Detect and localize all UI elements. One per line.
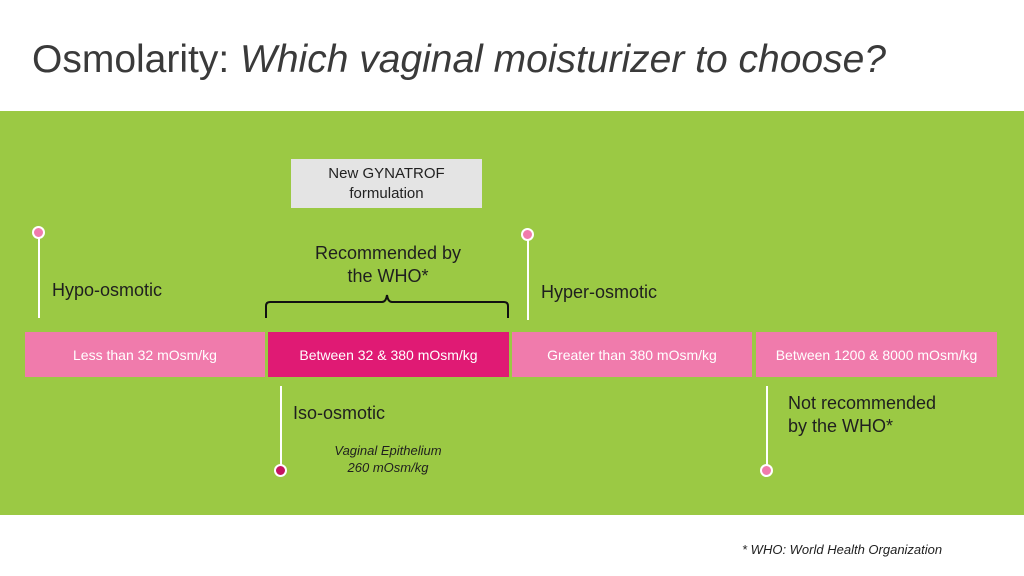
segment-hypo: Less than 32 mOsm/kg <box>25 332 265 377</box>
segment-not-recommended: Between 1200 & 8000 mOsm/kg <box>756 332 997 377</box>
page-title: Osmolarity: Which vaginal moisturizer to… <box>32 38 886 82</box>
segment-hyper: Greater than 380 mOsm/kg <box>512 332 752 377</box>
epithelium-line2: 260 mOsm/kg <box>347 460 429 475</box>
vaginal-epithelium-note: Vaginal Epithelium 260 mOsm/kg <box>318 442 458 476</box>
not-recommended-marker-line <box>766 386 768 468</box>
callout-line1: New GYNATROF <box>328 164 445 182</box>
iso-marker-line <box>280 386 282 468</box>
recommended-label: Recommended by the WHO* <box>290 242 486 288</box>
epithelium-line1: Vaginal Epithelium <box>334 443 442 458</box>
not-recommended-marker-dot <box>760 464 773 477</box>
footnote: * WHO: World Health Organization <box>742 542 943 557</box>
hypo-marker-dot <box>32 226 45 239</box>
not-recommended-label: Not recommended by the WHO* <box>788 392 936 438</box>
hypo-osmotic-label: Hypo-osmotic <box>52 280 163 300</box>
hyper-marker-line <box>527 240 529 320</box>
hypo-marker-line <box>38 238 40 318</box>
diagram-panel <box>0 111 1024 515</box>
recommended-brace <box>265 294 509 318</box>
title-lead: Osmolarity: <box>32 38 241 81</box>
callout-line2: formulation <box>349 184 424 202</box>
not-recommended-line2: by the WHO* <box>788 416 894 436</box>
title-question: Which vaginal moisturizer to choose? <box>240 38 886 81</box>
not-recommended-line1: Not recommended <box>788 393 937 413</box>
recommended-line2: the WHO* <box>347 266 429 286</box>
iso-marker-dot <box>274 464 287 477</box>
recommended-line1: Recommended by <box>314 243 462 263</box>
segment-iso: Between 32 & 380 mOsm/kg <box>268 332 509 377</box>
iso-osmotic-label: Iso-osmotic <box>293 403 386 423</box>
gynatrof-callout: New GYNATROF formulation <box>291 159 482 208</box>
hyper-marker-dot <box>521 228 534 241</box>
hyper-osmotic-label: Hyper-osmotic <box>541 282 658 302</box>
